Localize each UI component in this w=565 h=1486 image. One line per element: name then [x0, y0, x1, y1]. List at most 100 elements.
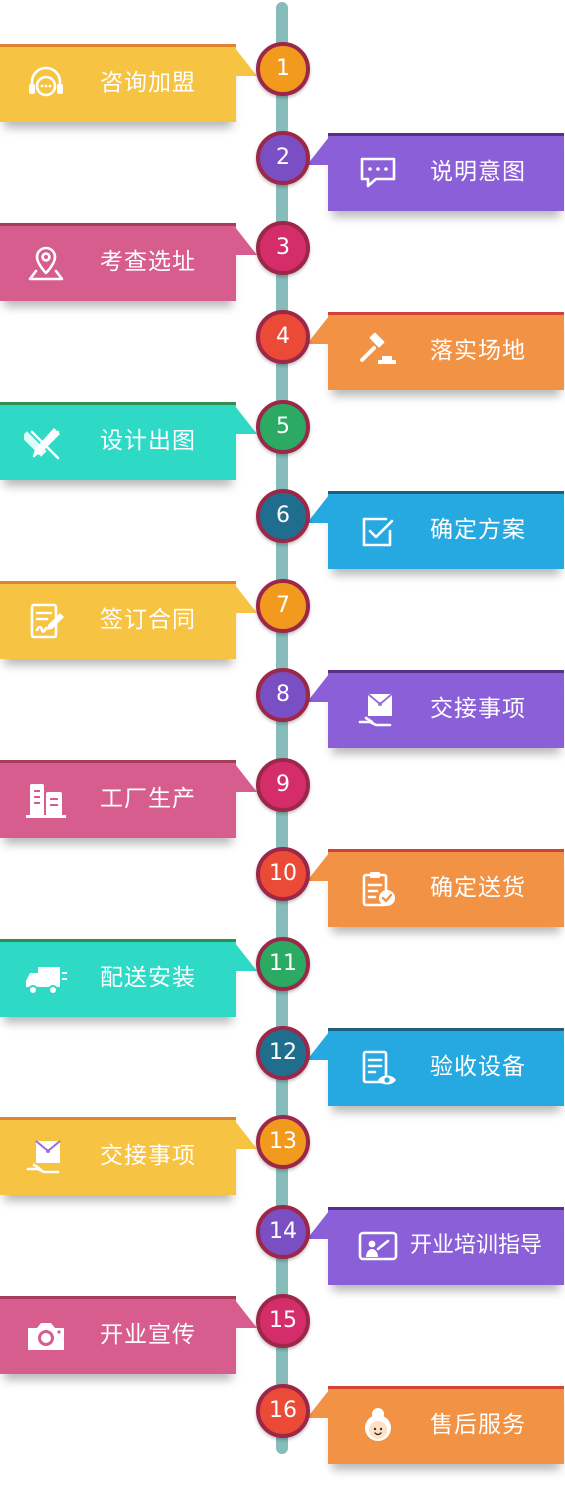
step-label: 交接事项: [430, 696, 526, 722]
step-5: 设计出图 5: [0, 400, 565, 502]
card-accent-strip: [0, 44, 236, 47]
headset-chat-icon: [24, 64, 68, 104]
card-pointer: [235, 227, 257, 255]
card-accent-strip: [0, 223, 236, 226]
card-pointer: [307, 1211, 329, 1239]
card-accent-strip: [328, 491, 564, 494]
handover-envelope-icon: [356, 690, 400, 730]
step-number-badge: 12: [256, 1026, 310, 1080]
map-pin-icon: [24, 243, 68, 283]
step-15: 开业宣传 15: [0, 1294, 565, 1396]
step-number-badge: 2: [256, 131, 310, 185]
step-label: 开业宣传: [100, 1322, 196, 1348]
step-number-badge: 4: [256, 310, 310, 364]
step-card: 确定方案: [307, 491, 564, 569]
step-14: 开业培训指导 14: [0, 1205, 565, 1307]
step-label: 说明意图: [430, 159, 526, 185]
card-pointer: [235, 764, 257, 792]
step-card: 签订合同: [0, 581, 257, 659]
card-pointer: [307, 495, 329, 523]
step-card: 工厂生产: [0, 760, 257, 838]
step-label: 落实场地: [430, 338, 526, 364]
step-number-badge: 11: [256, 937, 310, 991]
step-number-badge: 16: [256, 1384, 310, 1438]
gavel-icon: [356, 332, 400, 372]
card-accent-strip: [0, 1296, 236, 1299]
card-pointer: [307, 853, 329, 881]
card-pointer: [307, 316, 329, 344]
step-label: 考查选址: [100, 249, 196, 275]
step-label: 验收设备: [430, 1054, 526, 1080]
card-accent-strip: [328, 312, 564, 315]
step-label: 签订合同: [100, 607, 196, 633]
step-number-badge: 5: [256, 400, 310, 454]
step-label: 售后服务: [430, 1412, 526, 1438]
step-number-badge: 6: [256, 489, 310, 543]
step-card: 交接事项: [307, 670, 564, 748]
step-11: 配送安装 11: [0, 937, 565, 1039]
checkbox-icon: [356, 511, 400, 551]
card-accent-strip: [0, 939, 236, 942]
step-6: 确定方案 6: [0, 489, 565, 591]
step-label: 交接事项: [100, 1143, 196, 1169]
clipboard-check-icon: [356, 869, 400, 909]
step-7: 签订合同 7: [0, 579, 565, 681]
step-card: 配送安装: [0, 939, 257, 1017]
card-pointer: [307, 1032, 329, 1060]
step-number-badge: 14: [256, 1205, 310, 1259]
step-card: 说明意图: [307, 133, 564, 211]
step-card: 开业培训指导: [307, 1207, 564, 1285]
step-card: 落实场地: [307, 312, 564, 390]
card-pointer: [235, 406, 257, 434]
step-number-badge: 9: [256, 758, 310, 812]
delivery-truck-icon: [24, 959, 68, 999]
camera-icon: [24, 1316, 68, 1356]
step-label: 配送安装: [100, 965, 196, 991]
step-card: 交接事项: [0, 1117, 257, 1195]
step-12: 验收设备 12: [0, 1026, 565, 1128]
card-pointer: [307, 1390, 329, 1418]
card-accent-strip: [328, 849, 564, 852]
document-eye-icon: [356, 1048, 400, 1088]
card-pointer: [235, 943, 257, 971]
ruler-pencil-icon: [24, 422, 68, 462]
step-number-badge: 8: [256, 668, 310, 722]
step-label: 确定方案: [430, 517, 526, 543]
step-label: 开业培训指导: [410, 1233, 543, 1258]
card-accent-strip: [0, 581, 236, 584]
timeline-axis: [276, 2, 288, 1454]
step-card: 开业宣传: [0, 1296, 257, 1374]
chat-bubble-icon: [356, 153, 400, 193]
card-accent-strip: [328, 670, 564, 673]
step-2: 说明意图 2: [0, 131, 565, 233]
card-pointer: [235, 48, 257, 76]
card-accent-strip: [0, 760, 236, 763]
customer-service-icon: [356, 1406, 400, 1446]
step-label: 设计出图: [100, 428, 196, 454]
step-13: 交接事项 13: [0, 1115, 565, 1217]
step-number-badge: 15: [256, 1294, 310, 1348]
step-8: 交接事项 8: [0, 668, 565, 770]
step-number-badge: 10: [256, 847, 310, 901]
card-pointer: [235, 1121, 257, 1149]
step-number-badge: 13: [256, 1115, 310, 1169]
step-10: 确定送货 10: [0, 847, 565, 949]
card-accent-strip: [328, 1207, 564, 1210]
card-accent-strip: [328, 1386, 564, 1389]
step-card: 售后服务: [307, 1386, 564, 1464]
handover-envelope-icon: [24, 1137, 68, 1177]
step-number-badge: 7: [256, 579, 310, 633]
step-card: 考查选址: [0, 223, 257, 301]
step-number-badge: 3: [256, 221, 310, 275]
step-label: 确定送货: [430, 875, 526, 901]
step-card: 设计出图: [0, 402, 257, 480]
step-3: 考查选址 3: [0, 221, 565, 323]
step-16: 售后服务 16: [0, 1384, 565, 1486]
step-card: 验收设备: [307, 1028, 564, 1106]
card-pointer: [235, 1300, 257, 1328]
factory-building-icon: [24, 780, 68, 820]
step-card: 咨询加盟: [0, 44, 257, 122]
